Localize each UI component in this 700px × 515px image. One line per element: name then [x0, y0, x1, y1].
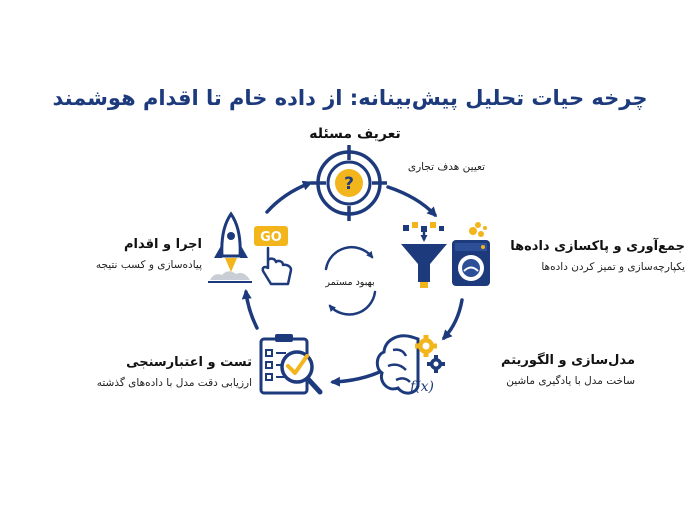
arrow-model-to-test: [330, 369, 384, 387]
question-mark: ?: [344, 174, 354, 194]
step-data-label: جمع‌آوری و پاکسازی داده‌ها یکپارچه‌سازی …: [500, 238, 685, 275]
arrow-data-to-model: [441, 298, 464, 341]
step-subtitle: یکپارچه‌سازی و تمیز کردن داده‌ها: [541, 261, 685, 273]
cycle-arrows: [241, 180, 464, 387]
step-title: مدل‌سازی و الگوریتم: [501, 353, 635, 368]
step-launch-label: اجرا و اقدام پیاده‌سازی و کسب نتیجه: [60, 236, 202, 273]
refresh-cycle-icon: [324, 245, 377, 316]
center-label: بهبود مستمر: [324, 277, 374, 288]
step-model-label: مدل‌سازی و الگوریتم ساخت مدل با یادگیری …: [450, 352, 635, 389]
step-title: تست و اعتبارسنجی: [126, 355, 252, 370]
step-subtitle: ارزیابی دقت مدل با داده‌های گذشته: [96, 377, 252, 389]
diagram-title: چرخه حیات تحلیل پیش‌بینانه: از داده خام …: [52, 86, 648, 110]
brain-gears-function-icon: f(x): [375, 334, 445, 395]
go-label: GO: [260, 230, 282, 245]
step-subtitle: ساخت مدل با یادگیری ماشین: [506, 375, 635, 387]
fx-label: f(x): [409, 379, 434, 395]
step-subtitle: پیاده‌سازی و کسب نتیجه: [95, 259, 202, 271]
clipboard-magnifier-icon: [259, 334, 323, 395]
arrow-define-to-data: [386, 185, 438, 218]
data-funnel-washer-icon: [401, 222, 490, 288]
rocket-go-icon: GO: [208, 211, 293, 286]
step-title: اجرا و اقدام: [124, 237, 202, 252]
step-define-subtitle: تعیین هدف تجاری: [385, 160, 485, 175]
step-title: جمع‌آوری و پاکسازی داده‌ها: [510, 239, 685, 254]
step-define-label: تعریف مسئله: [290, 125, 420, 143]
step-title: تعریف مسئله: [309, 126, 401, 142]
arrow-launch-to-define: [265, 180, 313, 214]
step-test-label: تست و اعتبارسنجی ارزیابی دقت مدل با داده…: [60, 354, 252, 391]
arrow-test-to-launch: [241, 289, 259, 330]
step-subtitle: تعیین هدف تجاری: [407, 161, 485, 173]
target-question-icon: ?: [311, 145, 387, 221]
